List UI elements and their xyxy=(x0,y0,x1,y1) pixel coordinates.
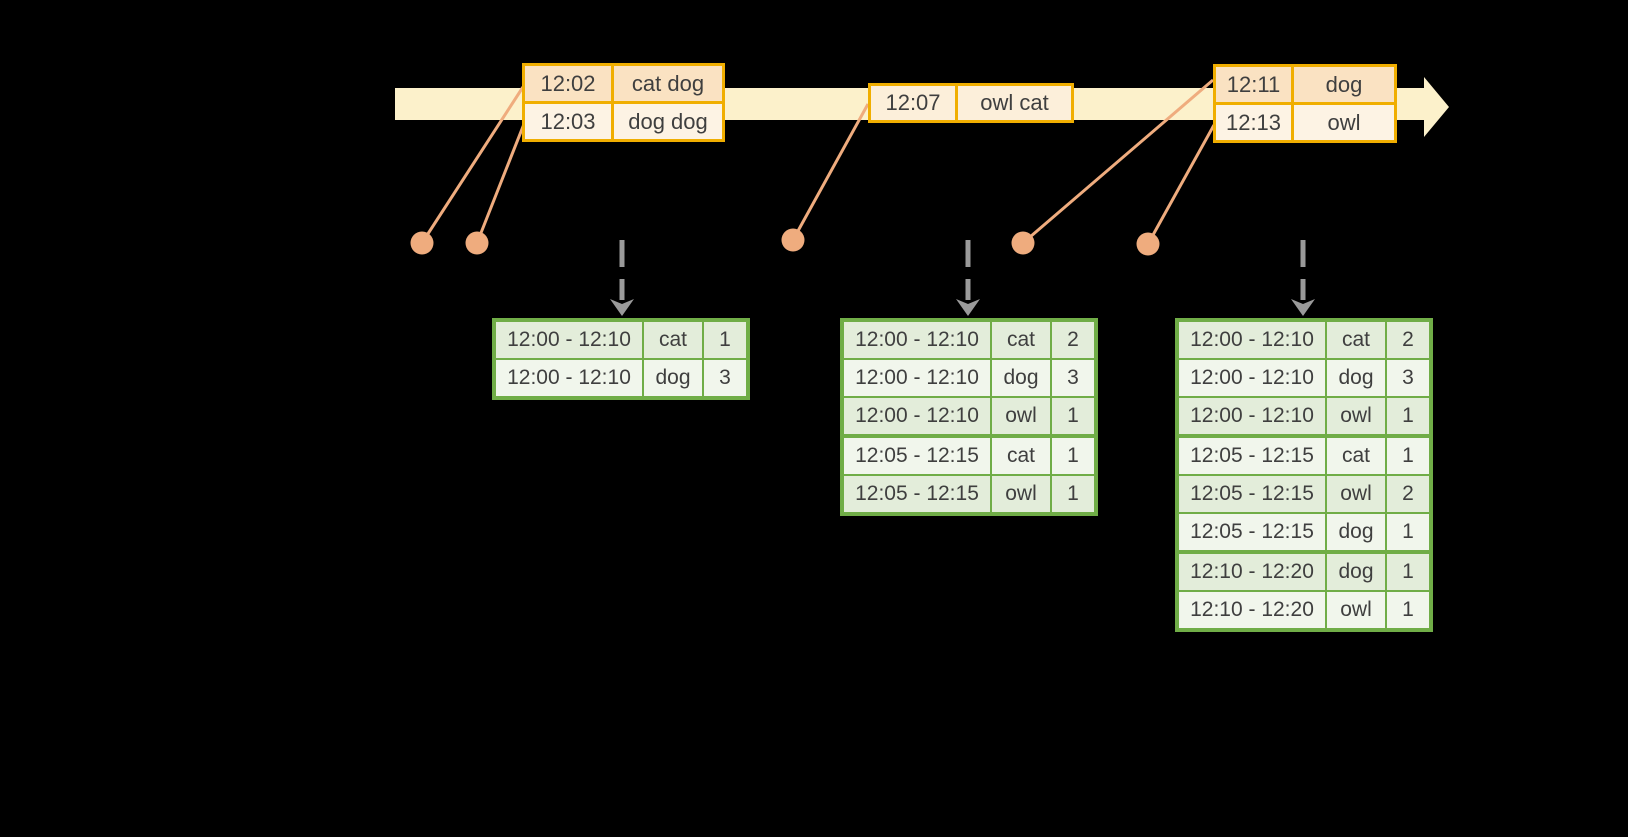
window-cell: 12:00 - 12:10 xyxy=(844,398,990,434)
trigger-arrowhead-icon xyxy=(1291,299,1315,316)
word-cell: dog xyxy=(1327,360,1385,396)
result-row: 12:05 - 12:15 dog 1 xyxy=(1179,514,1429,550)
word-cell: cat xyxy=(644,322,702,358)
count-cell: 1 xyxy=(1387,514,1429,550)
result-row: 12:10 - 12:20 owl 1 xyxy=(1179,592,1429,628)
result-table-3: 12:00 - 12:10 cat 2 12:00 - 12:10 dog 3 … xyxy=(1175,318,1433,632)
event-words-cell: dog dog xyxy=(614,104,722,139)
result-row: 12:00 - 12:10 cat 2 xyxy=(844,322,1094,358)
result-row: 12:00 - 12:10 dog 3 xyxy=(496,360,746,396)
result-row: 12:05 - 12:15 cat 1 xyxy=(1179,438,1429,474)
event-words-cell: cat dog xyxy=(614,66,722,101)
window-cell: 12:05 - 12:15 xyxy=(844,438,990,474)
word-cell: dog xyxy=(1327,514,1385,550)
result-table-1: 12:00 - 12:10 cat 1 12:00 - 12:10 dog 3 xyxy=(492,318,750,400)
count-cell: 1 xyxy=(704,322,746,358)
count-cell: 3 xyxy=(1387,360,1429,396)
result-row: 12:05 - 12:15 cat 1 xyxy=(844,438,1094,474)
event-time-cell: 12:13 xyxy=(1216,105,1291,140)
result-row: 12:10 - 12:20 dog 1 xyxy=(1179,554,1429,590)
count-cell: 3 xyxy=(1052,360,1094,396)
trigger-arrowheads xyxy=(610,299,1315,316)
count-cell: 1 xyxy=(1052,398,1094,434)
window-cell: 12:10 - 12:20 xyxy=(1179,554,1325,590)
result-row: 12:00 - 12:10 owl 1 xyxy=(1179,398,1429,434)
result-row: 12:00 - 12:10 owl 1 xyxy=(844,398,1094,434)
window-cell: 12:05 - 12:15 xyxy=(1179,438,1325,474)
count-cell: 1 xyxy=(1387,438,1429,474)
event-connector-line xyxy=(1146,124,1216,245)
event-row: 12:13 owl xyxy=(1216,105,1394,140)
result-table-2: 12:00 - 12:10 cat 2 12:00 - 12:10 dog 3 … xyxy=(840,318,1098,516)
word-cell: owl xyxy=(992,398,1050,434)
result-row: 12:05 - 12:15 owl 2 xyxy=(1179,476,1429,512)
event-table-1: 12:02 cat dog 12:03 dog dog xyxy=(522,63,725,142)
event-table-2: 12:07 owl cat xyxy=(868,83,1074,123)
count-cell: 1 xyxy=(1052,438,1094,474)
word-cell: dog xyxy=(1327,554,1385,590)
window-cell: 12:00 - 12:10 xyxy=(1179,322,1325,358)
event-dot xyxy=(781,228,805,252)
count-cell: 2 xyxy=(1387,476,1429,512)
event-connector-lines xyxy=(420,78,1216,245)
window-cell: 12:00 - 12:10 xyxy=(496,360,642,396)
event-row: 12:02 cat dog xyxy=(525,66,722,101)
event-words-cell: owl xyxy=(1294,105,1394,140)
window-cell: 12:05 - 12:15 xyxy=(1179,476,1325,512)
result-row: 12:05 - 12:15 owl 1 xyxy=(844,476,1094,512)
event-table-3: 12:11 dog 12:13 owl xyxy=(1213,64,1397,143)
event-row: 12:11 dog xyxy=(1216,67,1394,102)
event-dot xyxy=(465,231,489,255)
event-dot xyxy=(410,231,434,255)
window-cell: 12:05 - 12:15 xyxy=(1179,514,1325,550)
window-cell: 12:00 - 12:10 xyxy=(496,322,642,358)
count-cell: 2 xyxy=(1387,322,1429,358)
result-row: 12:00 - 12:10 cat 1 xyxy=(496,322,746,358)
event-row: 12:07 owl cat xyxy=(871,86,1071,120)
window-cell: 12:05 - 12:15 xyxy=(844,476,990,512)
word-cell: dog xyxy=(644,360,702,396)
trigger-arrowhead-icon xyxy=(610,299,634,316)
word-cell: owl xyxy=(1327,592,1385,628)
event-time-cell: 12:03 xyxy=(525,104,611,139)
word-cell: dog xyxy=(992,360,1050,396)
trigger-arrowhead-icon xyxy=(956,299,980,316)
timeline-arrowhead-icon xyxy=(1424,77,1449,137)
word-cell: cat xyxy=(992,438,1050,474)
event-words-cell: dog xyxy=(1294,67,1394,102)
count-cell: 1 xyxy=(1387,554,1429,590)
event-words-cell: owl cat xyxy=(958,86,1071,120)
count-cell: 2 xyxy=(1052,322,1094,358)
window-cell: 12:00 - 12:10 xyxy=(1179,360,1325,396)
word-cell: owl xyxy=(1327,398,1385,434)
window-cell: 12:10 - 12:20 xyxy=(1179,592,1325,628)
event-dot xyxy=(1011,231,1035,255)
event-dot xyxy=(1136,232,1160,256)
word-cell: cat xyxy=(992,322,1050,358)
event-connector-line xyxy=(420,86,525,244)
event-time-cell: 12:11 xyxy=(1216,67,1291,102)
event-dots xyxy=(410,228,1160,256)
event-time-cell: 12:02 xyxy=(525,66,611,101)
trigger-arrows xyxy=(619,240,1306,300)
count-cell: 1 xyxy=(1052,476,1094,512)
count-cell: 3 xyxy=(704,360,746,396)
word-cell: cat xyxy=(1327,322,1385,358)
word-cell: cat xyxy=(1327,438,1385,474)
result-row: 12:00 - 12:10 cat 2 xyxy=(1179,322,1429,358)
count-cell: 1 xyxy=(1387,592,1429,628)
word-cell: owl xyxy=(1327,476,1385,512)
count-cell: 1 xyxy=(1387,398,1429,434)
result-row: 12:00 - 12:10 dog 3 xyxy=(1179,360,1429,396)
event-row: 12:03 dog dog xyxy=(525,104,722,139)
event-connector-line xyxy=(791,103,870,241)
event-connector-line xyxy=(1022,78,1214,245)
window-cell: 12:00 - 12:10 xyxy=(844,322,990,358)
event-time-cell: 12:07 xyxy=(871,86,955,120)
window-cell: 12:00 - 12:10 xyxy=(844,360,990,396)
event-connector-line xyxy=(475,123,526,244)
result-row: 12:00 - 12:10 dog 3 xyxy=(844,360,1094,396)
window-cell: 12:00 - 12:10 xyxy=(1179,398,1325,434)
word-cell: owl xyxy=(992,476,1050,512)
